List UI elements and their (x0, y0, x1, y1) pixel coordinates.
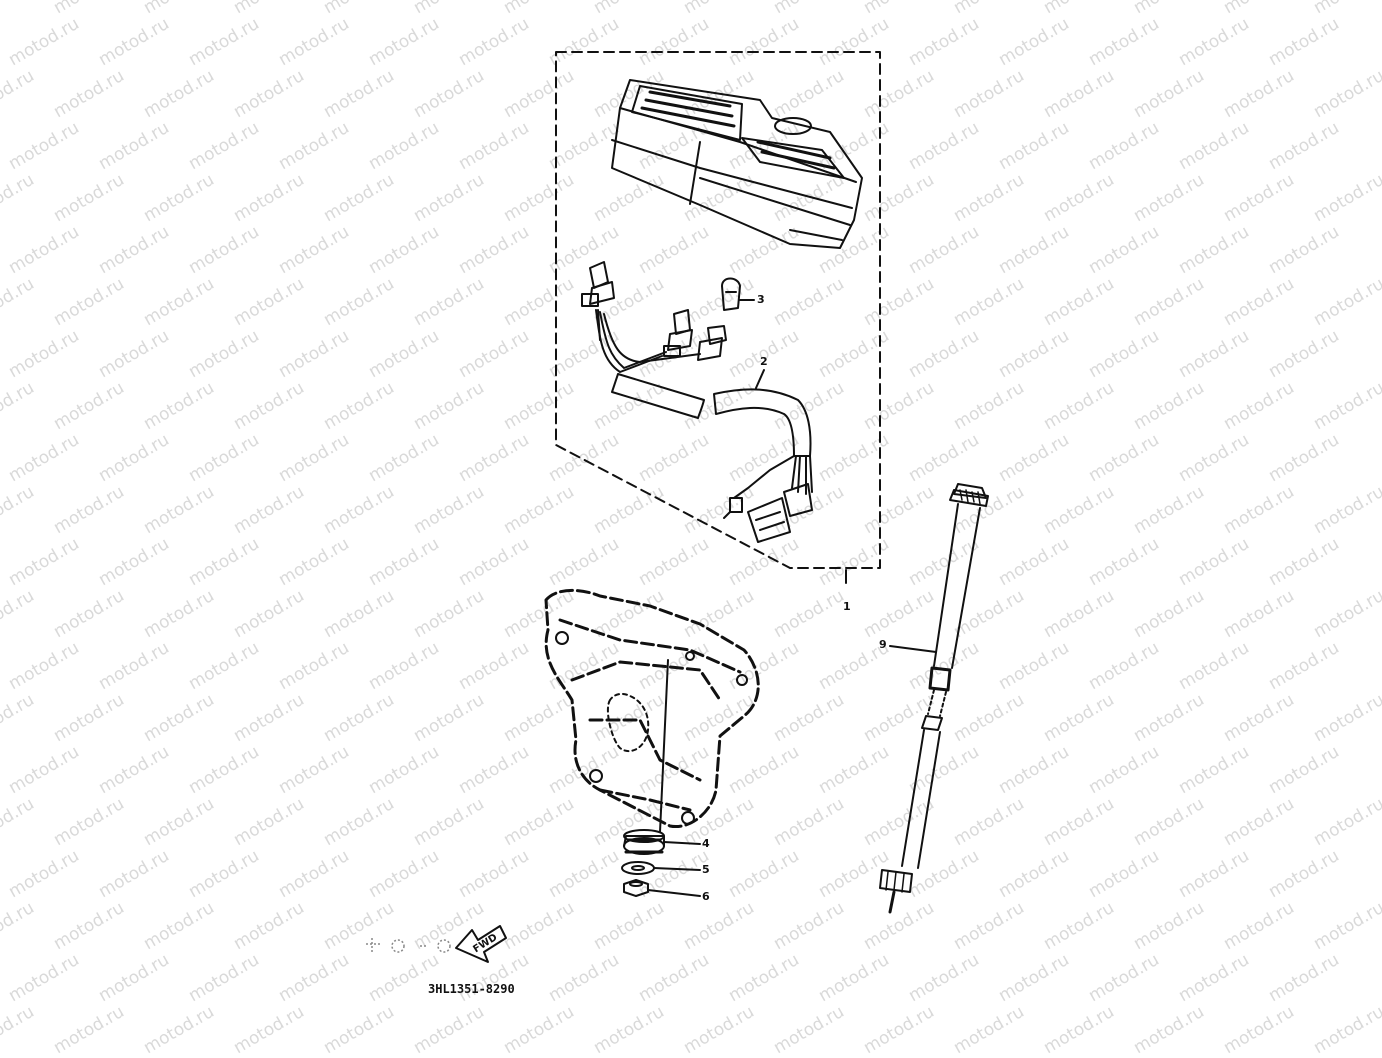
wire-harness (595, 309, 813, 543)
washer-5 (621, 861, 655, 875)
callout-3: 3 (757, 293, 765, 306)
grommet-4 (623, 829, 665, 855)
callout-4: 4 (702, 837, 710, 850)
leader-line-6 (647, 889, 701, 897)
speedometer-cable (879, 483, 989, 914)
bulb-3 (721, 277, 741, 311)
callout-6: 6 (702, 890, 710, 903)
mount-stud-axis (659, 659, 669, 833)
bulb-socket-right (697, 325, 727, 361)
nut-6 (623, 879, 649, 897)
callout-9: 9 (879, 638, 887, 651)
part-code: 3HL1351-8290 (428, 982, 515, 996)
assembly-boundary-dashed (555, 51, 881, 569)
index-mark-icon (366, 938, 451, 953)
leader-line-4 (663, 841, 701, 845)
bracket-mount-holes (555, 631, 748, 825)
callout-1: 1 (843, 600, 851, 613)
leader-line-9 (889, 645, 937, 653)
callout-2: 2 (760, 355, 768, 368)
callout-5: 5 (702, 863, 710, 876)
fwd-arrow-icon (455, 925, 507, 963)
meter-bracket-phantom (544, 589, 760, 829)
leader-line-2 (755, 369, 765, 389)
leader-line-5 (653, 867, 701, 871)
bulb-socket-mid (663, 309, 693, 357)
meter-housing (611, 79, 863, 249)
